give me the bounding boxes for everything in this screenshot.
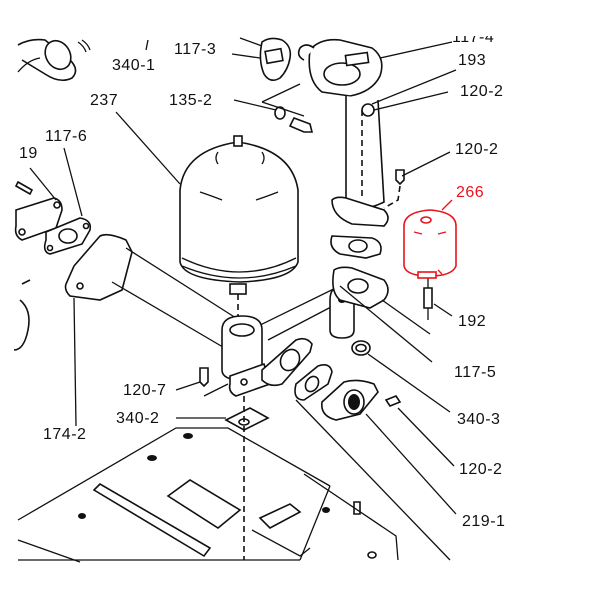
callout-117-3: 117-3 bbox=[174, 41, 217, 58]
callout-192: 192 bbox=[458, 313, 487, 330]
callout-174-2: 174-2 bbox=[43, 426, 87, 443]
callout-19: 19 bbox=[19, 145, 38, 162]
leader-340-1 bbox=[145, 39, 149, 51]
gasket-117-6 bbox=[43, 217, 92, 255]
callout-266-highlighted: 266 bbox=[456, 184, 485, 201]
leader-219-1 bbox=[365, 413, 457, 515]
leader-120-2-c bbox=[397, 407, 455, 467]
leader-120-2-a bbox=[373, 91, 449, 111]
sensor-192 bbox=[423, 287, 433, 309]
callout-120-2: 120-2 bbox=[460, 83, 504, 100]
leader-340-3 bbox=[367, 353, 451, 413]
leader-117-5 bbox=[339, 285, 433, 363]
leader-117-4 bbox=[379, 41, 453, 59]
gasket-117-3 bbox=[259, 37, 292, 82]
left-edge-part bbox=[13, 299, 30, 351]
base-plate bbox=[17, 427, 399, 563]
leader-192 bbox=[433, 303, 453, 317]
callout-237: 237 bbox=[90, 92, 119, 109]
callout-219-1: 219-1 bbox=[462, 513, 506, 530]
leader-174-2 bbox=[73, 297, 77, 427]
flange-117-5 bbox=[332, 266, 389, 309]
callout-340-1: 340-1 bbox=[112, 57, 156, 74]
leader-266 bbox=[441, 199, 453, 211]
manifold-pipe-174-2 bbox=[64, 233, 355, 397]
flange-219-1 bbox=[320, 379, 379, 421]
callout-117-5: 117-5 bbox=[454, 364, 497, 381]
callout-117-6: 117-6 bbox=[45, 128, 88, 145]
callout-120-7: 120-7 bbox=[123, 382, 167, 399]
leader-237 bbox=[115, 111, 181, 185]
callout-193: 193 bbox=[458, 52, 487, 69]
callout-135-2: 135-2 bbox=[169, 92, 213, 109]
bolt-120-2-b bbox=[395, 169, 405, 186]
leader-19 bbox=[29, 167, 57, 201]
washer-135-2 bbox=[274, 106, 286, 120]
bolt-120-7 bbox=[199, 367, 209, 388]
elbow-pipe-193 bbox=[297, 38, 389, 227]
callout-340-2: 340-2 bbox=[116, 410, 160, 427]
leader-120-7 bbox=[175, 381, 201, 391]
leader-135-2 bbox=[233, 99, 277, 111]
highlighted-part-266 bbox=[403, 209, 457, 279]
callout-117-4: 117-4 bbox=[452, 29, 495, 46]
gasket-upper-flange bbox=[330, 235, 382, 259]
callout-120-2: 120-2 bbox=[459, 461, 503, 478]
leader-117-6 bbox=[63, 147, 83, 217]
top-left-flange-part bbox=[17, 38, 91, 82]
callout-340-3: 340-3 bbox=[457, 411, 501, 428]
bolt-near-135-2 bbox=[288, 116, 314, 133]
bolt-120-2-c bbox=[384, 395, 402, 407]
leader-193 bbox=[371, 69, 457, 105]
leader-117-3 bbox=[231, 53, 261, 59]
gasket-lower bbox=[294, 364, 333, 401]
filter-canister-237 bbox=[179, 135, 299, 295]
callout-120-2: 120-2 bbox=[455, 141, 499, 158]
leader-120-2-b bbox=[401, 151, 451, 177]
